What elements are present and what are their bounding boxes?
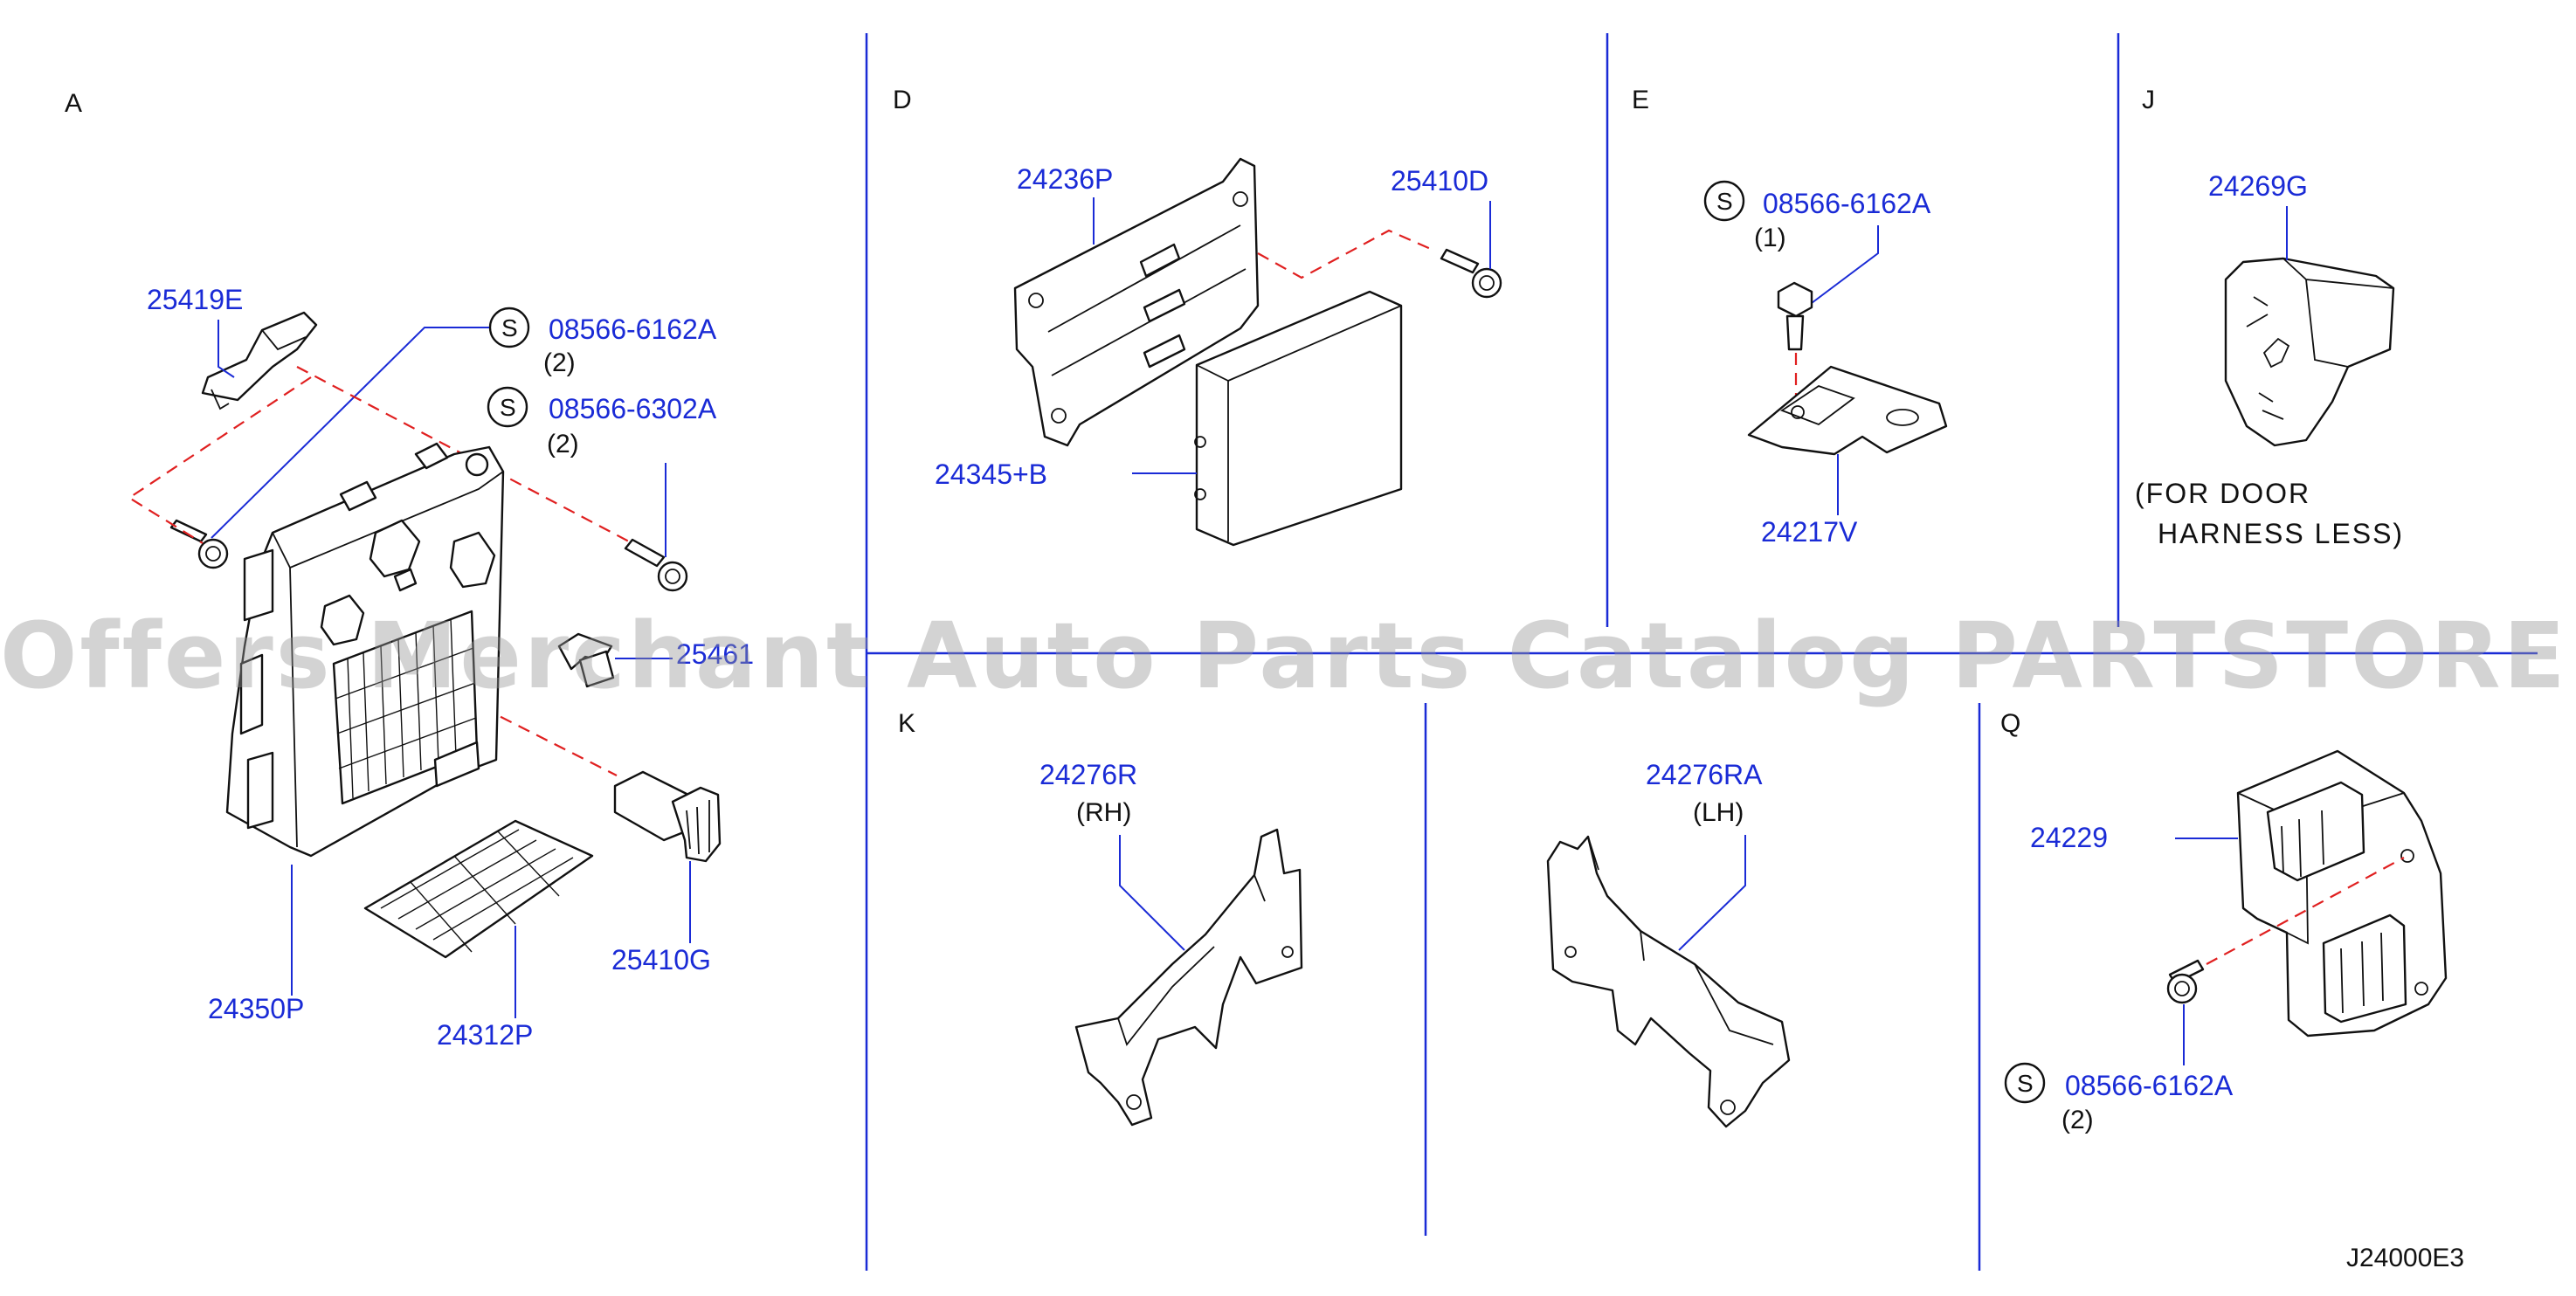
dash-line-q [2206,857,2405,965]
bolt-q-drawing [2166,959,2205,1004]
s-circle-q [2004,1062,2046,1104]
s-symbol-q: S [2017,1070,2034,1097]
part-number-24217V[interactable]: 24217V [1761,516,1858,548]
s-symbol-a-bolt1: S [501,314,518,341]
section-label-k: K [898,709,915,738]
qty-08566-6162A-e: (1) [1754,224,1786,252]
part-number-24236P[interactable]: 24236P [1017,163,1113,195]
s-symbol-e: S [1716,188,1733,215]
note-line1: (FOR DOOR [2135,478,2310,509]
part-number-25461[interactable]: 25461 [676,638,754,670]
part-24312P-drawing [363,819,594,959]
part-number-24350P[interactable]: 24350P [208,993,304,1024]
part-number-25410G[interactable]: 25410G [611,944,711,975]
bolt-a-right-drawing [624,538,688,592]
part-number-24312P[interactable]: 24312P [437,1019,533,1051]
part-24276RA-drawing [1546,835,1791,1128]
s-symbol-a-bolt2: S [500,394,516,421]
qty-08566-6162A-q: (2) [2061,1106,2094,1134]
part-24217V-drawing [1747,365,1948,456]
part-number-08566-6162A-a[interactable]: 08566-6162A [549,314,717,345]
leader-24276R [1119,835,1185,951]
section-dividers [865,33,2538,1271]
label-rh: (RH) [1076,798,1131,827]
part-number-08566-6302A[interactable]: 08566-6302A [549,393,717,424]
part-number-25410D[interactable]: 25410D [1391,165,1488,196]
part-number-24269G[interactable]: 24269G [2208,170,2308,202]
part-24345B-drawing [1194,290,1403,547]
s-circle-a-bolt1 [488,307,530,348]
note-line2: HARNESS LESS) [2158,518,2404,549]
leader-08566-6162A-a [211,327,489,539]
section-label-e: E [1632,86,1649,114]
part-number-25419E[interactable]: 25419E [147,284,243,315]
part-24276R-drawing [1074,828,1303,1127]
qty-08566-6162A-a: (2) [543,348,576,377]
part-24269G-drawing [2224,257,2395,447]
part-25419E-drawing [201,311,318,410]
part-number-24229[interactable]: 24229 [2030,822,2108,853]
dash-line-a-left [127,376,312,544]
part-number-24345B[interactable]: 24345+B [935,458,1047,490]
bolt-a-left-drawing [169,519,229,569]
leader-08566-6162A-e [1807,225,1879,307]
part-25461-drawing [557,632,615,688]
bolt-25410D-drawing [1440,248,1502,299]
part-24350P-drawing [225,442,505,858]
section-label-j: J [2142,86,2155,114]
section-label-d: D [893,86,912,114]
leader-25419E [218,320,235,378]
part-number-24276RA[interactable]: 24276RA [1646,759,1763,790]
qty-08566-6302A: (2) [547,430,579,458]
label-lh: (LH) [1693,798,1744,827]
s-circle-a-bolt2 [487,386,528,428]
s-circle-e [1703,180,1745,222]
part-24236P-drawing [1013,157,1260,447]
leader-24276RA [1678,835,1746,951]
part-number-24276R[interactable]: 24276R [1039,759,1137,790]
dash-line-d [1257,229,1433,279]
bolt-e-drawing [1777,281,1813,351]
part-25410G-drawing [613,770,722,863]
part-24229-drawing [2236,749,2448,1037]
part-number-08566-6162A-e[interactable]: 08566-6162A [1763,188,1931,219]
section-label-a: A [65,89,82,118]
part-number-08566-6162A-q[interactable]: 08566-6162A [2065,1070,2234,1101]
diagram-code: J24000E3 [2346,1244,2464,1272]
section-label-q: Q [2000,709,2020,738]
